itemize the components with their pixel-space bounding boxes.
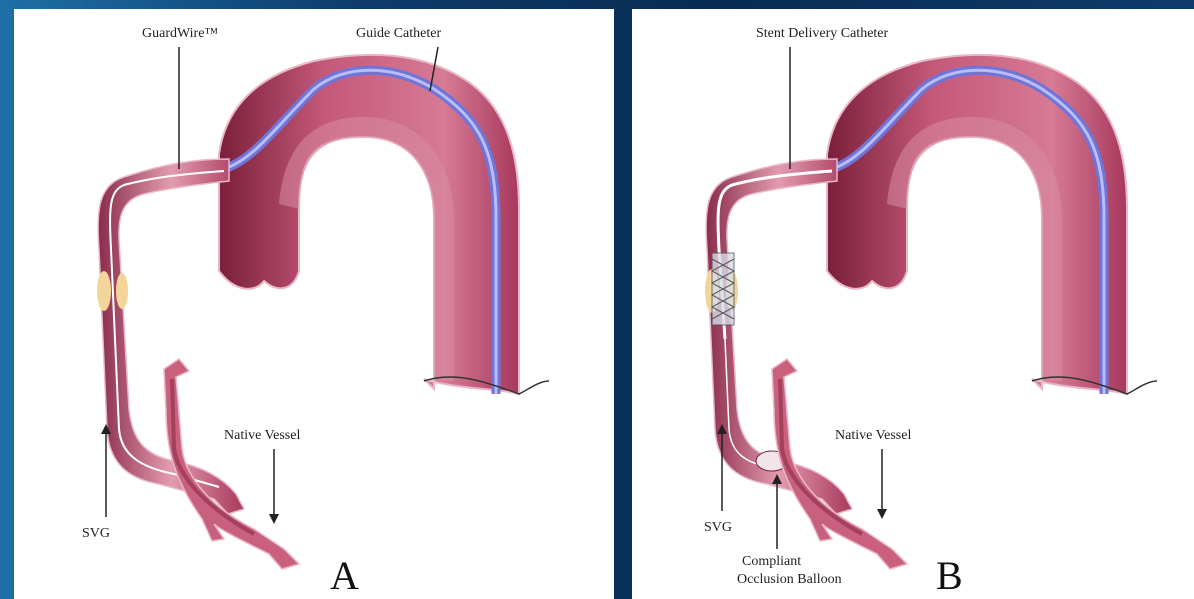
aorta-arch (827, 55, 1127, 394)
label-native-vessel: Native Vessel (224, 428, 300, 443)
diagram-a: GuardWire™ Guide Catheter Native Vessel … (14, 9, 614, 599)
panel-letter-a: A (330, 553, 359, 598)
panel-b: Stent Delivery Catheter Native Vessel SV… (632, 9, 1194, 599)
panel-a: GuardWire™ Guide Catheter Native Vessel … (14, 9, 614, 599)
panel-letter-b: B (936, 553, 963, 598)
aorta-arch (219, 55, 519, 394)
label-balloon-line2: Occlusion Balloon (737, 572, 842, 587)
label-native-vessel: Native Vessel (835, 428, 911, 443)
native-vessel (772, 359, 907, 569)
label-stent-delivery-catheter: Stent Delivery Catheter (756, 26, 889, 41)
arrowhead-native (877, 509, 887, 519)
native-vessel (164, 359, 299, 569)
diagram-b: Stent Delivery Catheter Native Vessel SV… (632, 9, 1194, 599)
aorta-inner-shade (279, 117, 454, 381)
lesion-left (97, 271, 111, 311)
label-svg: SVG (704, 520, 732, 535)
label-balloon-line1: Compliant (742, 554, 801, 569)
aorta-inner-shade (887, 117, 1062, 381)
label-guidewire: GuardWire™ (142, 26, 218, 41)
label-guide-catheter: Guide Catheter (356, 26, 441, 41)
lesion-right (116, 273, 128, 309)
arrowhead-native (269, 514, 279, 524)
label-svg: SVG (82, 526, 110, 541)
stent (712, 253, 734, 325)
